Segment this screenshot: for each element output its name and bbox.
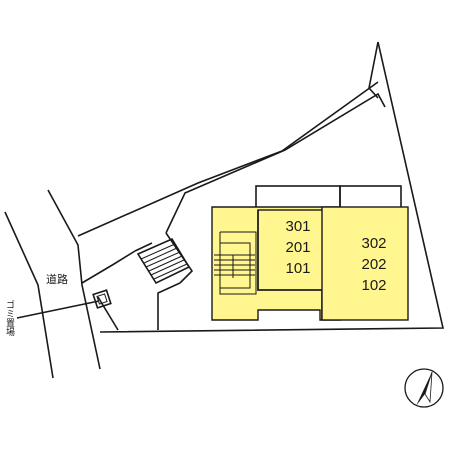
road-label: 道路 [46, 272, 68, 286]
unit-label: 102 [361, 277, 386, 294]
building-b [321, 206, 409, 321]
garbage-station [16, 289, 112, 319]
outdoor-stairs [136, 237, 191, 285]
building-a-units: 301 201 101 [285, 218, 310, 277]
unit-label: 101 [285, 260, 310, 277]
garbage-area-label: ゴミ置場 [4, 299, 15, 337]
unit-label: 201 [285, 239, 310, 256]
unit-label: 301 [285, 218, 310, 235]
north-arrow-icon [404, 368, 444, 408]
site-boundary [77, 41, 444, 333]
unit-label: 202 [361, 256, 386, 273]
unit-label: 302 [361, 235, 386, 252]
balconies [255, 185, 402, 209]
access-path [97, 92, 386, 331]
building-a [211, 206, 341, 321]
road-edges [4, 189, 101, 379]
building-b-units: 302 202 102 [361, 235, 386, 294]
